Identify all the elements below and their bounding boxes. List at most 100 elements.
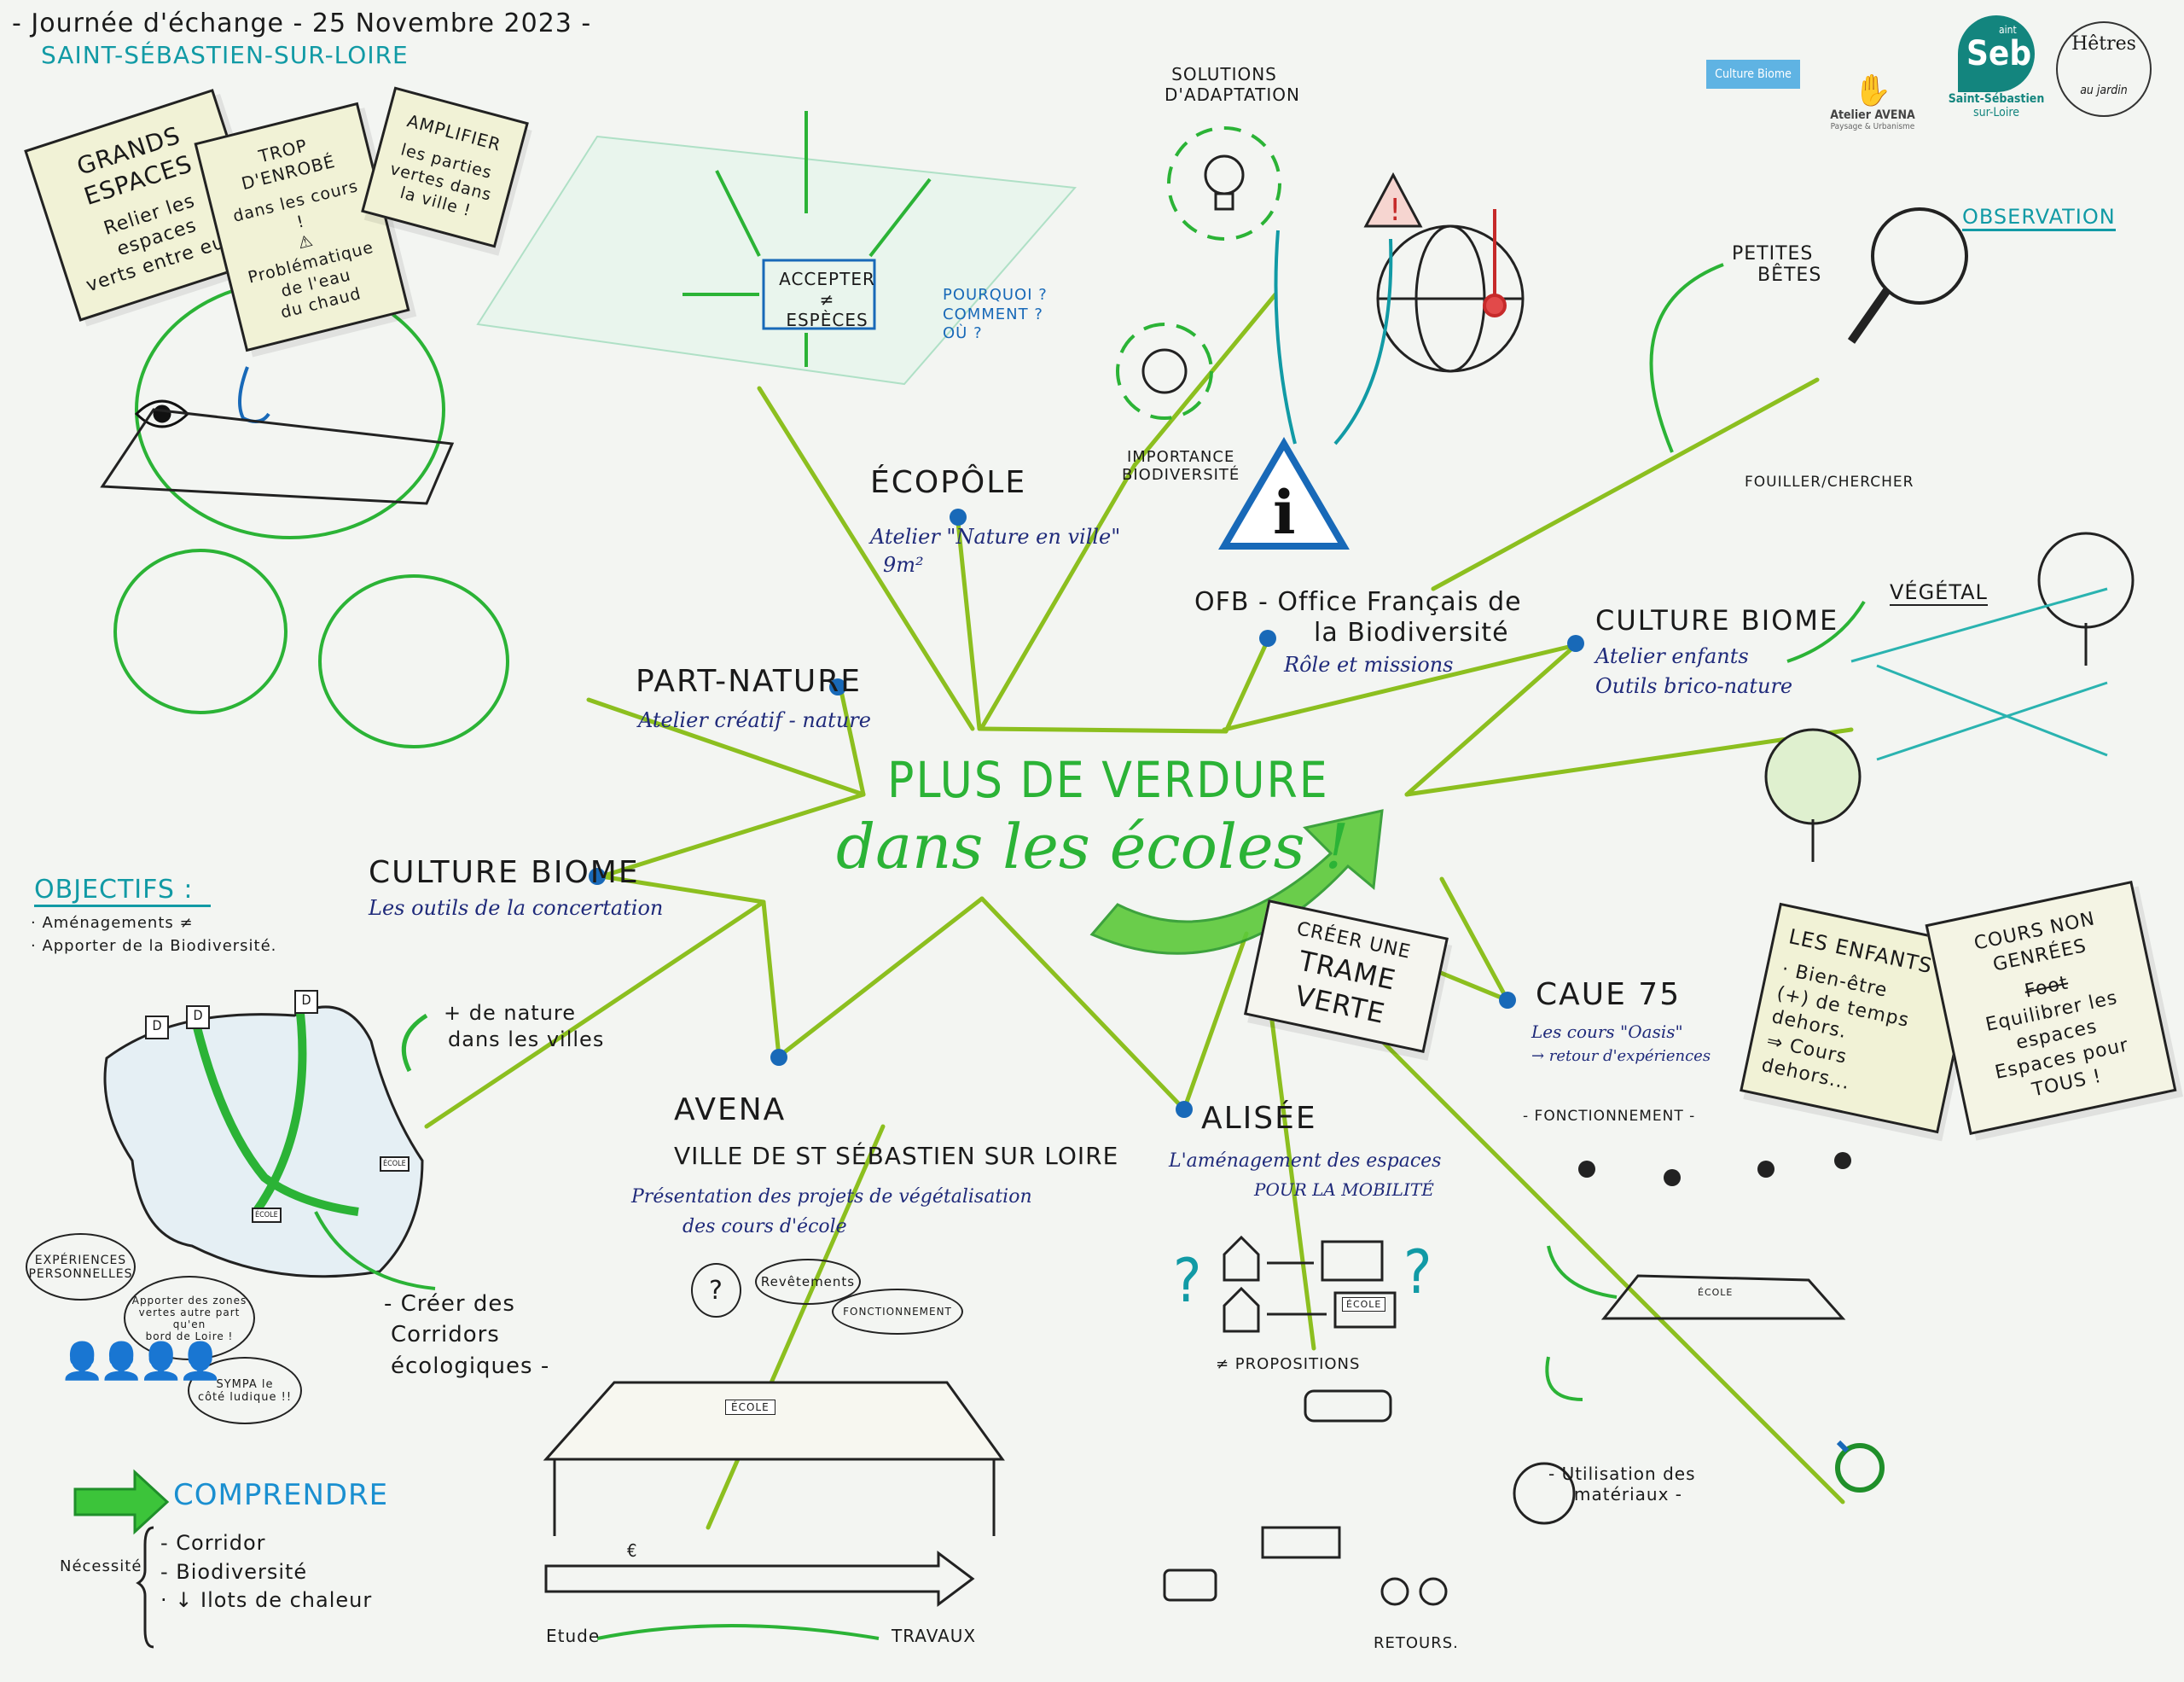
speech-bubble-question: ? [691,1263,741,1318]
ecopole-arrows [682,111,932,367]
node-dot-ecopole [950,509,967,526]
speech-bubble-fonctionnement: Fonctionnement [832,1289,963,1335]
etude-travaux-arrow [596,1624,880,1640]
biodiversity-cycle [1116,323,1213,420]
branch-line-culture-biome-left-2 [599,874,766,905]
node-subtitle-caue-75: Les cours "Oasis" [1531,1021,1683,1042]
logo-full: Saint-Sébastien [1948,92,2045,106]
label-line: écologiques - [391,1353,550,1379]
people-group-icon: 👤👤👤👤 [60,1340,223,1382]
plus-nature-arrow [401,1013,428,1073]
observation-arrow [1649,263,1724,453]
center-title-line2: dans les écoles ! [836,811,1350,882]
speech-bubble-sympa: SYMPA le côté ludique !! [188,1357,302,1424]
branch-line-ofb [1223,637,1270,734]
label-line: matériaux - [1574,1484,1683,1504]
bubble-line: vertes autre part qu'en [138,1306,241,1330]
label-line: + de nature [444,1001,577,1025]
logo-text: Seb [1966,34,2032,73]
node-title-culture-biome-left: Culture Biome [369,855,640,890]
node-subtitle-avena: Présentation des projets de végétalisati… [631,1186,1032,1208]
logo-text: Culture Biome [1715,67,1792,81]
node-subtitle2-caue-75: → retour d'expériences [1531,1047,1711,1065]
bubble-line: côté ludique !! [197,1390,293,1404]
branch-line-alisee [979,896,1187,1112]
question-comment: Comment ? [943,305,1043,323]
warning-mark: ! [1389,193,1401,228]
trame-verte-arrow [1089,809,1384,955]
node-title2-avena: Ville de St Sébastien sur Loire [674,1142,1119,1170]
node-title-part-nature: Part-Nature [636,664,862,699]
label-line: Importance [1126,448,1235,466]
info-triangle-icon [1218,437,1350,550]
fonctionnement-label: - Fonctionnement - [1523,1108,1696,1125]
caue-arrow-2 [1545,1356,1583,1401]
globe-arrow [1333,238,1393,445]
alisee-houses [1223,1235,1397,1333]
map-label-ecole: ÉCOLE [380,1156,410,1172]
branch-line-avena-2 [776,896,985,1059]
label-line: Biodiversité [1122,466,1240,484]
node-dot-alisee [1176,1101,1193,1118]
necessite-brace [136,1526,154,1649]
lightbulb-icon [1204,154,1245,211]
node-subtitle2-culture-biome-right: Outils brico-nature [1595,674,1793,698]
question-mark-icon-2: ? [1403,1237,1432,1307]
plus-de-nature-label: + de nature dans les villes [444,1000,604,1053]
meeting-people [1578,1152,1851,1186]
node-dot-ofb [1259,630,1276,647]
branch-line-ofb-3 [1132,292,1278,468]
branch-line-caue-3 [1303,962,1845,1504]
bubble-line: Expériences [34,1253,127,1267]
branch-line-culture-biome-left [599,792,866,879]
caue-arrow-1 [1547,1245,1618,1299]
bubble-line: SYMPA le [216,1377,274,1391]
left-cycle-circles [113,280,509,748]
label-line: - Créer des [384,1291,515,1317]
logo-hetres-au-jardin: Hêtres au jardin [2056,21,2152,117]
alisee-arrows [1267,1261,1327,1316]
logo-prefix: aint [1999,24,2017,36]
branch-line-petites-betes [1431,377,1820,591]
questions-list: Pourquoi ? Comment ? Où ? [943,286,1048,344]
vegetal-label: Végétal [1890,580,1988,606]
map-label-d: D [294,990,318,1014]
currency-label: € [627,1540,637,1561]
objectifs-map [103,1005,424,1278]
node-title-ecopole: Écopôle [870,465,1027,500]
comprendre-title: Comprendre [173,1478,389,1512]
branch-line-part-nature-2 [586,697,866,797]
comprendre-item: - Biodiversité [160,1559,308,1584]
alisee-school-label: École [1342,1297,1386,1312]
tree-icon-2 [2037,532,2135,666]
objectif-item: · Aménagements ≠ [31,914,194,932]
corridors-arrow [314,1211,436,1290]
node-title-ofb: OFB - Office Français de [1194,587,1522,617]
objectifs-list: · Aménagements ≠ · Apporter de la Biodiv… [31,911,276,957]
branch-line-avena [761,899,781,1059]
retours-label: Retours. [1374,1634,1459,1652]
nose-icon [238,366,270,423]
branch-line-objectifs [424,899,766,1129]
sticky-note-cours-non-genrees: Cours non genrées Foot Equilibrer les es… [1925,880,2177,1136]
caue-school-label: École [1698,1287,1734,1298]
comprendre-list: - Corridor - Biodiversité · ↓ Ilots de c… [160,1529,372,1615]
label-line: dans les villes [448,1027,605,1052]
timeline-arrow [544,1551,975,1607]
logo-text: Atelier AVENA [1830,108,1915,122]
fouiller-chercher-label: Fouiller/Chercher [1745,474,1914,491]
node-subtitle-part-nature: Atelier créatif - nature [638,708,871,732]
timeline-travaux: Travaux [892,1626,977,1646]
table-school-label: École [725,1400,775,1415]
map-label-d: D [145,1016,169,1039]
center-title-line1: Plus de verdure [887,751,1329,809]
adaptation-cycle [1167,126,1281,241]
node-title-avena: Avena [674,1092,787,1127]
school-plan [1600,1274,1846,1320]
map-label-d: D [186,1005,210,1029]
question-ou: Où ? [943,324,983,342]
node-subtitle-ofb: Rôle et missions [1284,653,1454,677]
branch-line-ecopole-2 [757,386,975,731]
node-extra-ecopole: 9m² [883,553,924,577]
recycle-icon [1835,1440,1885,1493]
